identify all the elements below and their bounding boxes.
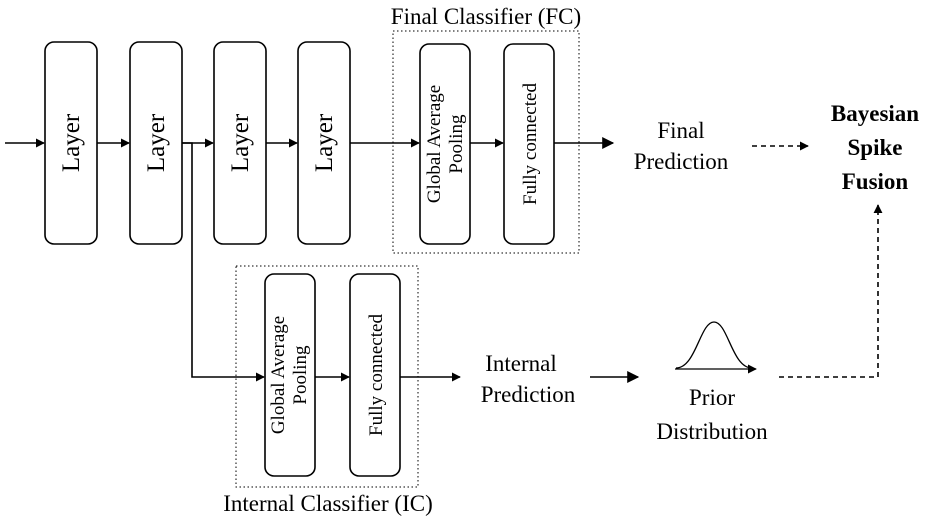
fc-fully-connected-label: Fully connected xyxy=(520,83,541,205)
layer-4: Layer xyxy=(297,41,351,245)
fc-gap-label-line1: Global Average xyxy=(424,85,445,203)
layer-1: Layer xyxy=(44,41,98,245)
prior-distribution-line2: Distribution xyxy=(656,419,768,444)
prior-distribution-line1: Prior xyxy=(689,385,735,410)
final-prediction-line1: Final xyxy=(657,118,704,143)
ic-fully-connected: Fully connected xyxy=(349,273,401,477)
final-classifier-title: Final Classifier (FC) xyxy=(391,4,581,29)
bayesian-fusion-line1: Bayesian xyxy=(831,101,919,126)
branch-line-layer2-to-ic xyxy=(182,142,265,382)
layer-4-label: Layer xyxy=(311,113,338,172)
internal-prediction-line2: Prediction xyxy=(481,382,576,407)
ic-gap-label-line1: Global Average xyxy=(268,316,289,434)
bayesian-fusion-line3: Fusion xyxy=(842,169,909,194)
internal-classifier-title: Internal Classifier (IC) xyxy=(223,491,432,516)
ic-fully-connected-label: Fully connected xyxy=(366,314,387,436)
layer-3-label: Layer xyxy=(227,113,254,172)
bayesian-fusion-line2: Spike xyxy=(848,135,903,160)
internal-prediction-line1: Internal xyxy=(485,351,557,376)
final-classifier: Final Classifier (FC) Global Average Poo… xyxy=(391,4,581,254)
ic-gap-label-line2: Pooling xyxy=(290,345,311,405)
bell-curve-icon xyxy=(675,321,757,374)
fc-gap-label-line2: Pooling xyxy=(446,114,467,174)
final-prediction: Final Prediction xyxy=(634,118,729,174)
ic-global-average-pooling: Global Average Pooling xyxy=(264,273,316,477)
internal-classifier: Internal Classifier (IC) Global Average … xyxy=(223,265,433,516)
dashed-arrow-prior-to-fusion xyxy=(779,204,883,378)
fc-fully-connected: Fully connected xyxy=(503,43,555,245)
internal-prediction: Internal Prediction xyxy=(481,351,576,407)
layer-2: Layer xyxy=(129,41,183,245)
final-prediction-line2: Prediction xyxy=(634,149,729,174)
prior-distribution: Prior Distribution xyxy=(656,385,768,444)
layer-2-label: Layer xyxy=(143,113,170,172)
bayesian-spike-fusion: Bayesian Spike Fusion xyxy=(831,101,919,194)
fc-global-average-pooling: Global Average Pooling xyxy=(419,43,471,245)
layer-1-label: Layer xyxy=(58,113,85,172)
layer-3: Layer xyxy=(213,41,267,245)
